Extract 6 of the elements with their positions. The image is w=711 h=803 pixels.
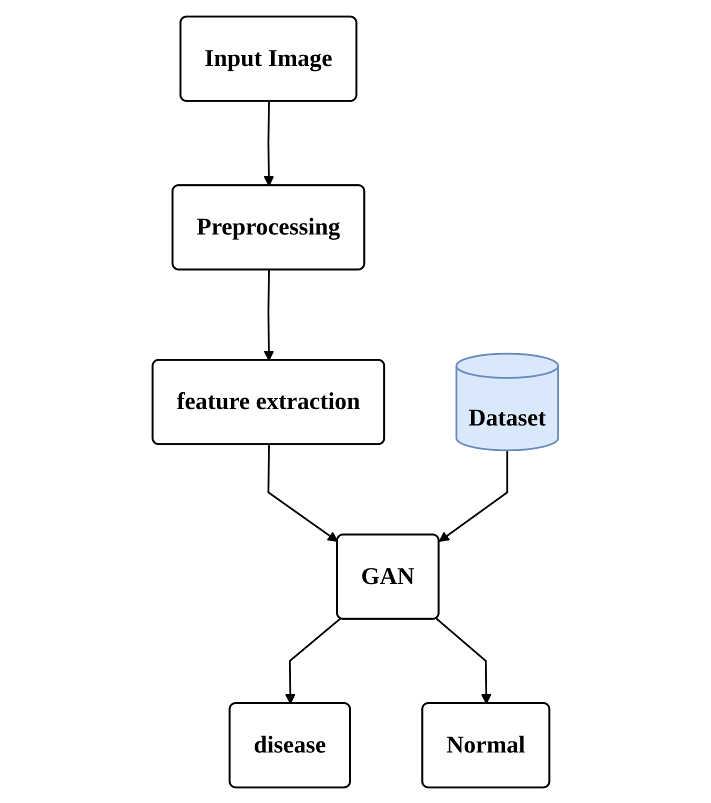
arrow bbox=[436, 617, 492, 704]
arrow bbox=[268, 444, 338, 542]
arrow bbox=[264, 270, 274, 360]
arrow bbox=[438, 450, 508, 542]
arrow bbox=[285, 617, 342, 704]
arrow bbox=[264, 100, 274, 186]
